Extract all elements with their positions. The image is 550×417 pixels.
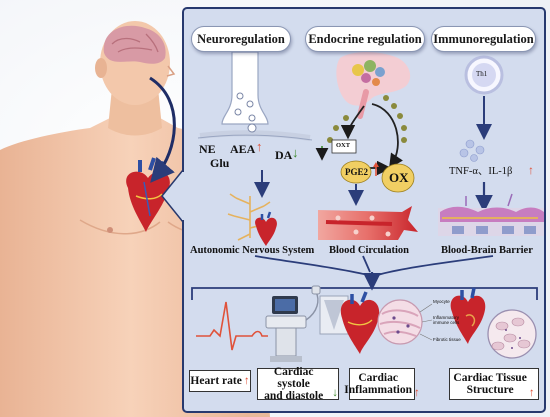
hormone-loop-dots — [327, 95, 407, 143]
cytokines-up-arrow-icon: ↑ — [528, 163, 534, 177]
inflammation-up-arrow-icon: ↑ — [414, 386, 420, 399]
small-heart-icon — [255, 211, 277, 246]
hypothalamus-graphic — [336, 52, 411, 119]
ecg-trace — [196, 301, 268, 351]
label-autonomic-nervous-system: Autonomic Nervous System — [190, 245, 315, 256]
heart-rate-up-arrow-icon: ↑ — [243, 374, 250, 387]
label-oxt: OXT — [336, 142, 351, 149]
label-myocyte: Myocyte — [433, 299, 450, 304]
section-title-immunoregulation: Immunoregulation — [433, 31, 534, 46]
label-ox: OX — [389, 170, 409, 185]
label-fibrotic-tissue: Fibrotic tissue — [433, 337, 461, 342]
outcome-structure-line1: Cardiac Tissue — [453, 371, 527, 384]
outcome-heart-rate: Heart rate ↑ — [189, 370, 251, 392]
loop-arrow-left — [340, 105, 365, 140]
outcome-structure-text: Cardiac Tissue Structure — [453, 372, 526, 396]
outcome-systole-diastole: Cardiac systole and diastole ↓ — [257, 366, 339, 402]
pge2-bubble — [340, 160, 372, 184]
systole-down-arrow-icon: ↓ — [332, 386, 338, 399]
outcome-systole-line1: Cardiac systole — [273, 365, 314, 390]
outcome-inflammation-line2: Inflammation — [344, 384, 412, 396]
cytokine-dots — [459, 139, 485, 162]
nerve-tree-graphic — [227, 193, 273, 241]
synapse-graphic — [197, 51, 313, 141]
label-th1: Th1 — [476, 70, 488, 78]
label-blood-circulation: Blood Circulation — [329, 245, 410, 256]
ox-bubble — [381, 163, 415, 193]
brain-heart-arrow — [149, 76, 176, 183]
ultrasound-machine-graphic — [265, 285, 321, 362]
label-aea: AEA — [230, 142, 256, 156]
convergence-lines — [254, 255, 494, 277]
section-pill-immunoregulation: Immunoregulation — [431, 26, 536, 52]
outcome-bracket — [191, 287, 538, 300]
tissue-structure-circle — [487, 309, 537, 359]
label-ne: NE — [199, 142, 216, 156]
outcome-structure-line2: Structure — [466, 384, 514, 396]
outcome-systole-line2: and diastole — [264, 390, 324, 403]
outcome-inflammation-line1: Cardiac — [358, 371, 398, 384]
structure-up-arrow-icon: ↑ — [528, 386, 535, 399]
outcome-systole-text: Cardiac systole and diastole — [258, 366, 329, 402]
outcome-inflammation-text: Cardiac Inflammation — [344, 372, 412, 396]
label-glu: Glu — [210, 156, 230, 170]
myocyte-tissue-graphic — [377, 299, 433, 345]
label-da: DA — [275, 148, 293, 162]
inflamed-heart-graphic — [340, 291, 380, 354]
section-pill-neuroregulation: Neuroregulation — [191, 26, 291, 52]
outcome-heart-rate-label: Heart rate — [190, 374, 242, 387]
blood-vessel-graphic — [318, 206, 418, 240]
section-pill-endocrine: Endocrine regulation — [305, 26, 425, 52]
bbb-graphic — [438, 193, 544, 236]
structure-heart-graphic — [450, 287, 486, 344]
th1-cell-graphic — [464, 55, 504, 95]
label-cytokines: TNF-α、IL-1β — [449, 166, 513, 177]
label-inflammatory-immune-cells: Inflammatory immune cells — [433, 315, 460, 325]
aea-up-arrow-icon: ↑ — [256, 139, 263, 154]
label-pge2: PGE2 — [345, 167, 369, 177]
outcome-tissue-structure: Cardiac Tissue Structure ↑ — [449, 368, 539, 400]
loop-arrow-right — [371, 103, 403, 169]
section-title-endocrine: Endocrine regulation — [308, 31, 422, 46]
oxt-box — [331, 139, 357, 154]
label-blood-brain-barrier: Blood-Brain Barrier — [441, 245, 533, 256]
section-title-neuroregulation: Neuroregulation — [197, 31, 285, 46]
da-down-arrow-icon: ↓ — [292, 145, 299, 160]
outcome-inflammation: Cardiac Inflammation ↑ — [344, 368, 420, 400]
